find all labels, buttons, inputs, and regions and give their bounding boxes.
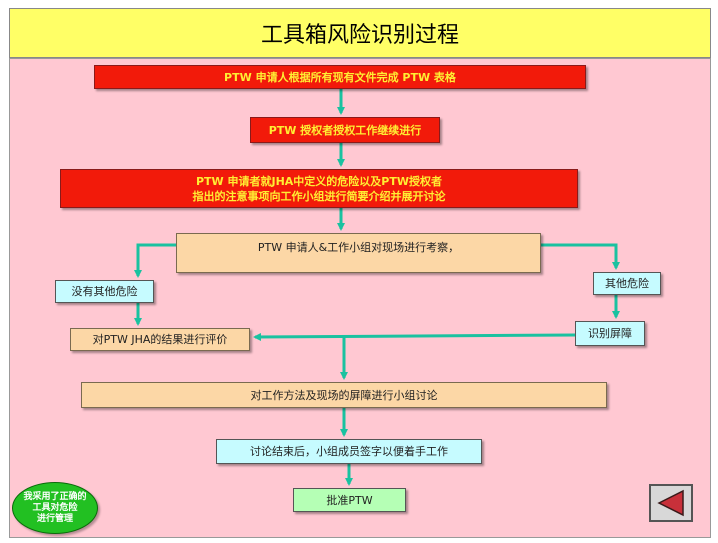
branch-other-risk: 其他危险	[593, 272, 661, 295]
logo-line3: 进行管理	[36, 513, 73, 524]
logo-line2: 工具对危险	[32, 502, 78, 513]
step-evaluate-jha: 对PTW JHA的结果进行评价	[70, 328, 250, 351]
step-complete-ptw-form: PTW 申请人根据所有现有文件完成 PTW 表格	[94, 65, 586, 89]
toolbox-logo: 我采用了正确的 工具对危险 进行管理	[12, 482, 98, 534]
step-team-briefing: PTW 申请者就JHA中定义的危险以及PTW授权者 指出的注意事项向工作小组进行…	[60, 169, 578, 208]
arrow-barriers-evaluate	[253, 332, 576, 341]
arrow-step4-other-risk	[541, 243, 620, 270]
step-authorize-work: PTW 授权者授权工作继续进行	[250, 117, 440, 143]
step-site-inspection: PTW 申请人&工作小组对现场进行考察，	[176, 233, 541, 273]
step-team-briefing-line1: PTW 申请者就JHA中定义的危险以及PTW授权者	[195, 174, 443, 188]
step-group-discussion: 对工作方法及现场的屏障进行小组讨论	[81, 382, 607, 408]
step-identify-barriers: 识别屏障	[575, 321, 645, 346]
step-sign-off: 讨论结束后，小组成员签字以便着手工作	[216, 439, 482, 464]
back-triangle-icon	[657, 489, 684, 517]
step-approve-ptw: 批准PTW	[293, 488, 406, 512]
page-title: 工具箱风险识别过程	[9, 8, 711, 58]
arrow-step4-no-risk	[134, 243, 176, 278]
step-team-briefing-line2: 指出的注意事项向工作小组进行简要介绍并展开讨论	[192, 189, 446, 203]
back-button[interactable]	[649, 484, 693, 522]
branch-no-other-risk: 没有其他危险	[55, 280, 154, 303]
logo-line1: 我采用了正确的	[23, 491, 87, 502]
